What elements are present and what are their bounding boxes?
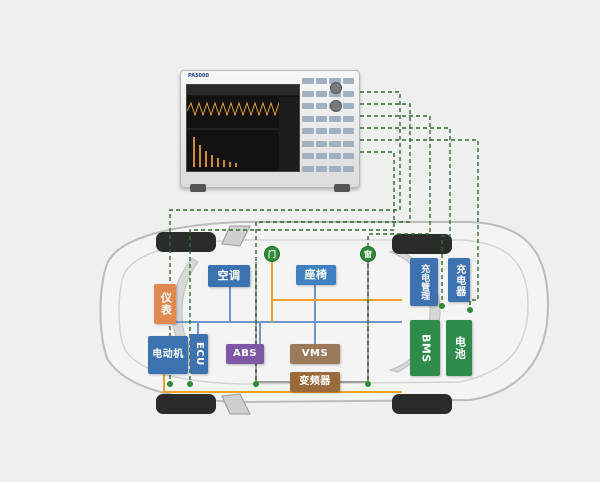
analyzer-knob-top — [330, 82, 342, 94]
module-inverter: 变频器 — [290, 372, 340, 392]
node-charge-mgmt — [439, 303, 445, 309]
module-abs: ABS — [226, 344, 264, 364]
analyzer-foot-left — [190, 184, 206, 192]
node-ecu — [187, 381, 193, 387]
module-ecu: ECU — [190, 334, 208, 374]
measurement-wires — [169, 91, 479, 384]
wheel-rear-left — [156, 394, 216, 414]
car-body-inner — [118, 239, 529, 385]
power-analyzer: PA5000 — [180, 70, 360, 192]
analyzer-knob-bottom — [330, 100, 342, 112]
analyzer-waveform — [187, 85, 299, 171]
node-charger — [467, 307, 473, 313]
module-vms: VMS — [290, 344, 340, 364]
node-inverter-left — [253, 381, 259, 387]
measurement-nodes — [167, 303, 473, 387]
module-battery: 电池 — [446, 320, 472, 376]
analyzer-screen — [186, 84, 300, 172]
analyzer-brand: PA5000 — [188, 73, 209, 79]
module-charger: 充电器 — [448, 258, 470, 302]
window-marker: 窗 — [360, 246, 376, 262]
door-marker: 门 — [264, 246, 280, 262]
analyzer-foot-right — [334, 184, 350, 192]
module-meter: 仪表 — [154, 284, 176, 324]
module-bms: BMS — [410, 320, 440, 376]
module-aircon: 空调 — [208, 265, 250, 287]
module-motor: 电动机 — [148, 336, 188, 374]
node-motor — [167, 381, 173, 387]
module-seat: 座椅 — [296, 265, 336, 285]
node-inverter-right — [365, 381, 371, 387]
module-charge-management: 充电管理 — [410, 258, 438, 306]
wheel-front-left — [156, 232, 216, 252]
analyzer-keypad — [302, 78, 354, 176]
mirror-bottom — [221, 393, 251, 415]
wheel-rear-right — [392, 394, 452, 414]
orange-power-lines — [163, 258, 402, 393]
mirror-top — [221, 225, 251, 247]
wheel-front-right — [392, 234, 452, 254]
can-bus-lines — [168, 282, 402, 344]
